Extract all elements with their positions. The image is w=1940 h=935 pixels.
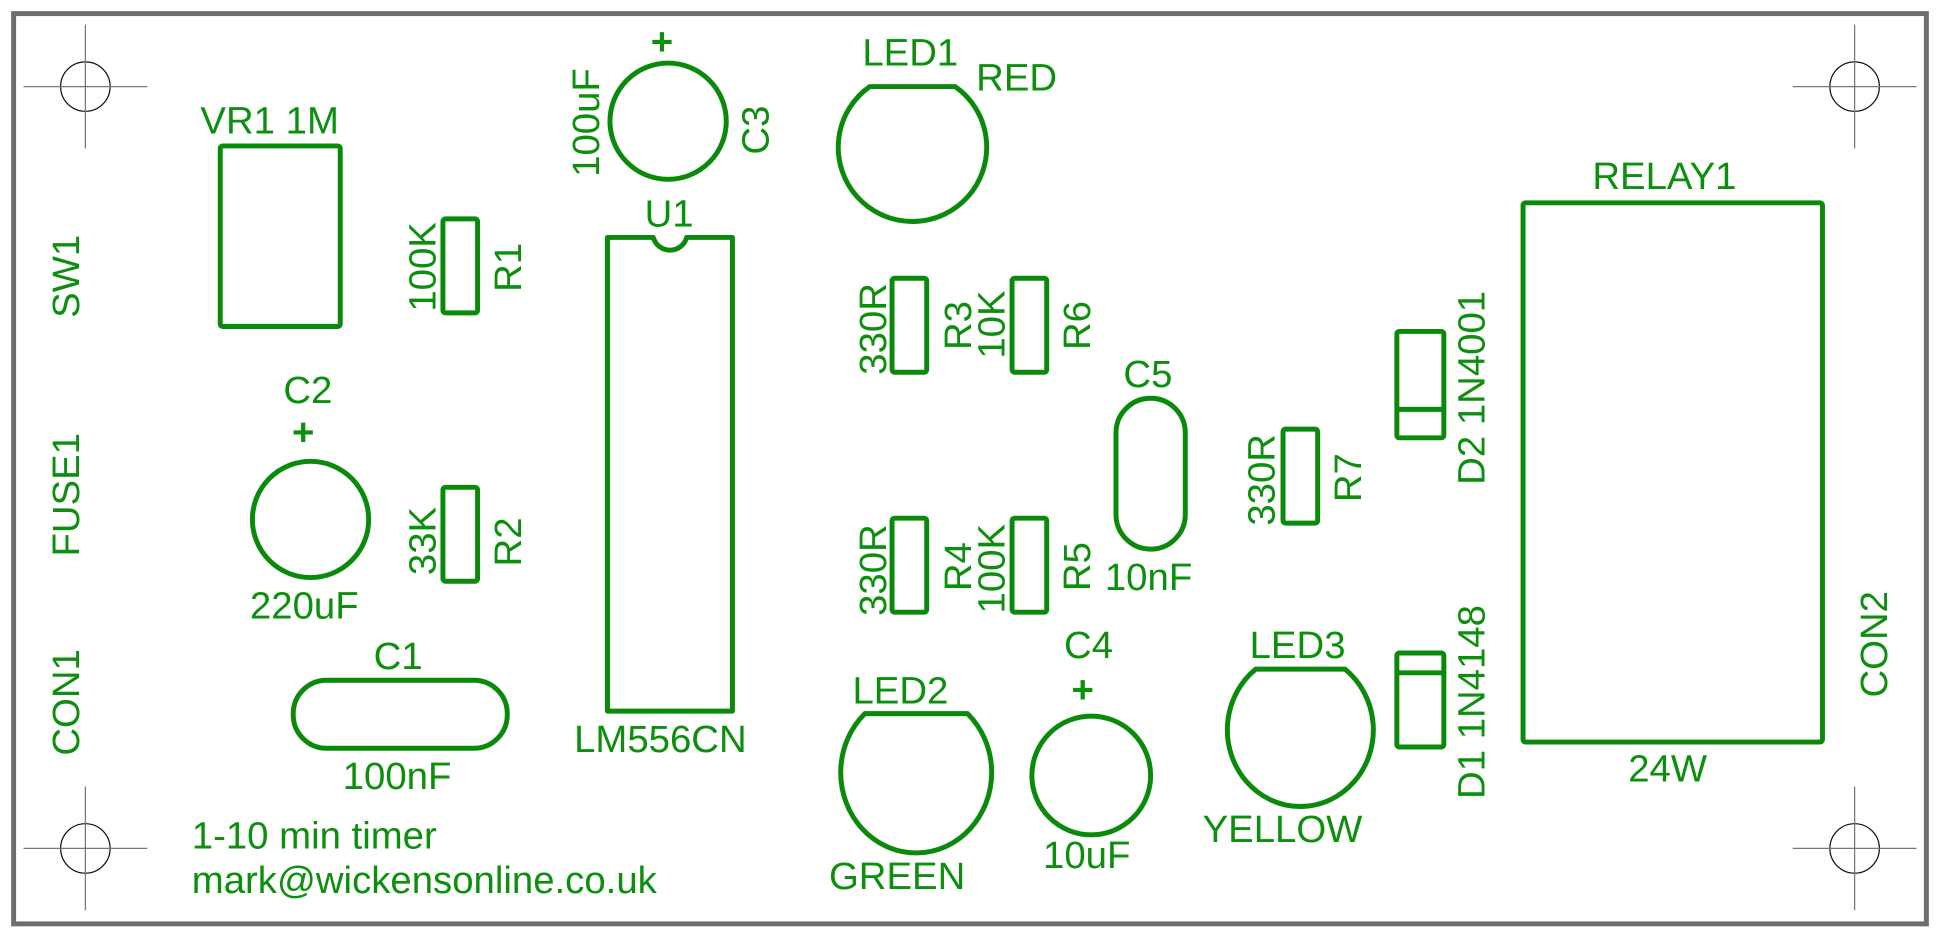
led2-ref: LED2 (852, 670, 948, 713)
d1-gap (1451, 739, 1494, 750)
con1-label: CON1 (45, 649, 88, 755)
r2-outline (440, 484, 481, 584)
c2-ref: C2 (283, 369, 332, 412)
u1-ref: U1 (645, 192, 694, 235)
r6-ref: R6 (1056, 301, 1099, 350)
c1-value: 100nF (343, 755, 452, 798)
r4-outline (889, 515, 930, 615)
relay1-ref: RELAY1 (1592, 155, 1736, 198)
c3-outline (607, 60, 729, 182)
c2-value: 220uF (250, 584, 359, 627)
con2-label: CON2 (1853, 591, 1896, 697)
c4-ref: C4 (1064, 624, 1113, 667)
r5-outline (1009, 515, 1050, 615)
led1-outline (835, 84, 990, 224)
vr1-label: VR1 1M (200, 100, 338, 143)
relay1-value: 24W (1628, 748, 1708, 791)
board-edge (11, 11, 1929, 927)
mounting-hole-top-right (1792, 24, 1917, 149)
c3-ref: C3 (734, 106, 777, 155)
r3-value: 330R (852, 283, 895, 375)
r3-outline (889, 275, 930, 375)
led1-ref: LED1 (862, 32, 958, 75)
relay1-outline (1520, 200, 1825, 745)
r1-value: 100K (402, 222, 445, 312)
r2-value: 33K (402, 506, 445, 575)
d2-gap (1451, 425, 1494, 436)
led1-value: RED (976, 56, 1057, 99)
r1-outline (440, 216, 481, 316)
c1-ref: C1 (374, 635, 423, 678)
c3-polarity: + (651, 20, 673, 63)
r7-value: 330R (1240, 434, 1283, 526)
d1-ref: D1 (1451, 750, 1494, 799)
led3-value: YELLOW (1203, 808, 1364, 851)
led3-ref: LED3 (1250, 624, 1346, 667)
c2-polarity: + (292, 411, 314, 454)
r1-ref: R1 (487, 243, 530, 292)
d2-outline (1394, 328, 1447, 441)
mounting-hole-bottom-left (23, 786, 148, 911)
c4-polarity: + (1071, 668, 1093, 711)
mounting-hole-bottom-right (1792, 786, 1917, 911)
r7-ref: R7 (1327, 453, 1370, 502)
d2-label: D2 1N4001 (1451, 291, 1494, 485)
c5-ref: C5 (1123, 353, 1172, 396)
u1-value: LM556CN (574, 718, 747, 761)
fuse1-label: FUSE1 (45, 433, 88, 557)
r3-ref: R3 (937, 301, 980, 350)
d2-value: 1N4001 (1451, 291, 1494, 425)
led3-outline (1224, 666, 1376, 809)
r5-value: 100K (971, 524, 1014, 614)
led2-outline (838, 711, 995, 856)
d1-value: 1N4148 (1451, 605, 1494, 739)
c3-value: 100uF (565, 68, 608, 177)
c4-value: 10uF (1043, 834, 1130, 877)
r4-ref: R4 (937, 542, 980, 591)
mounting-hole-top-left (23, 24, 148, 149)
r6-outline (1009, 275, 1050, 375)
c1-outline (290, 677, 510, 751)
sw1-label: SW1 (45, 235, 88, 318)
r4-value: 330R (852, 524, 895, 616)
r5-ref: R5 (1056, 542, 1099, 591)
c4-outline (1029, 713, 1154, 838)
r7-outline (1280, 426, 1321, 526)
vr1-outline (217, 143, 343, 329)
d2-ref: D2 (1451, 436, 1494, 485)
c5-value: 10nF (1105, 556, 1192, 599)
d1-outline (1394, 650, 1447, 750)
led2-value: GREEN (829, 855, 965, 898)
board-title-note: 1-10 min timer (192, 814, 437, 857)
c5-outline (1113, 395, 1188, 552)
d1-label: D1 1N4148 (1451, 605, 1494, 799)
u1-outline (605, 234, 735, 714)
r2-ref: R2 (487, 517, 530, 566)
r6-value: 10K (971, 290, 1014, 359)
author-email-note: mark@wickensonline.co.uk (192, 859, 658, 902)
c2-outline (249, 458, 372, 581)
